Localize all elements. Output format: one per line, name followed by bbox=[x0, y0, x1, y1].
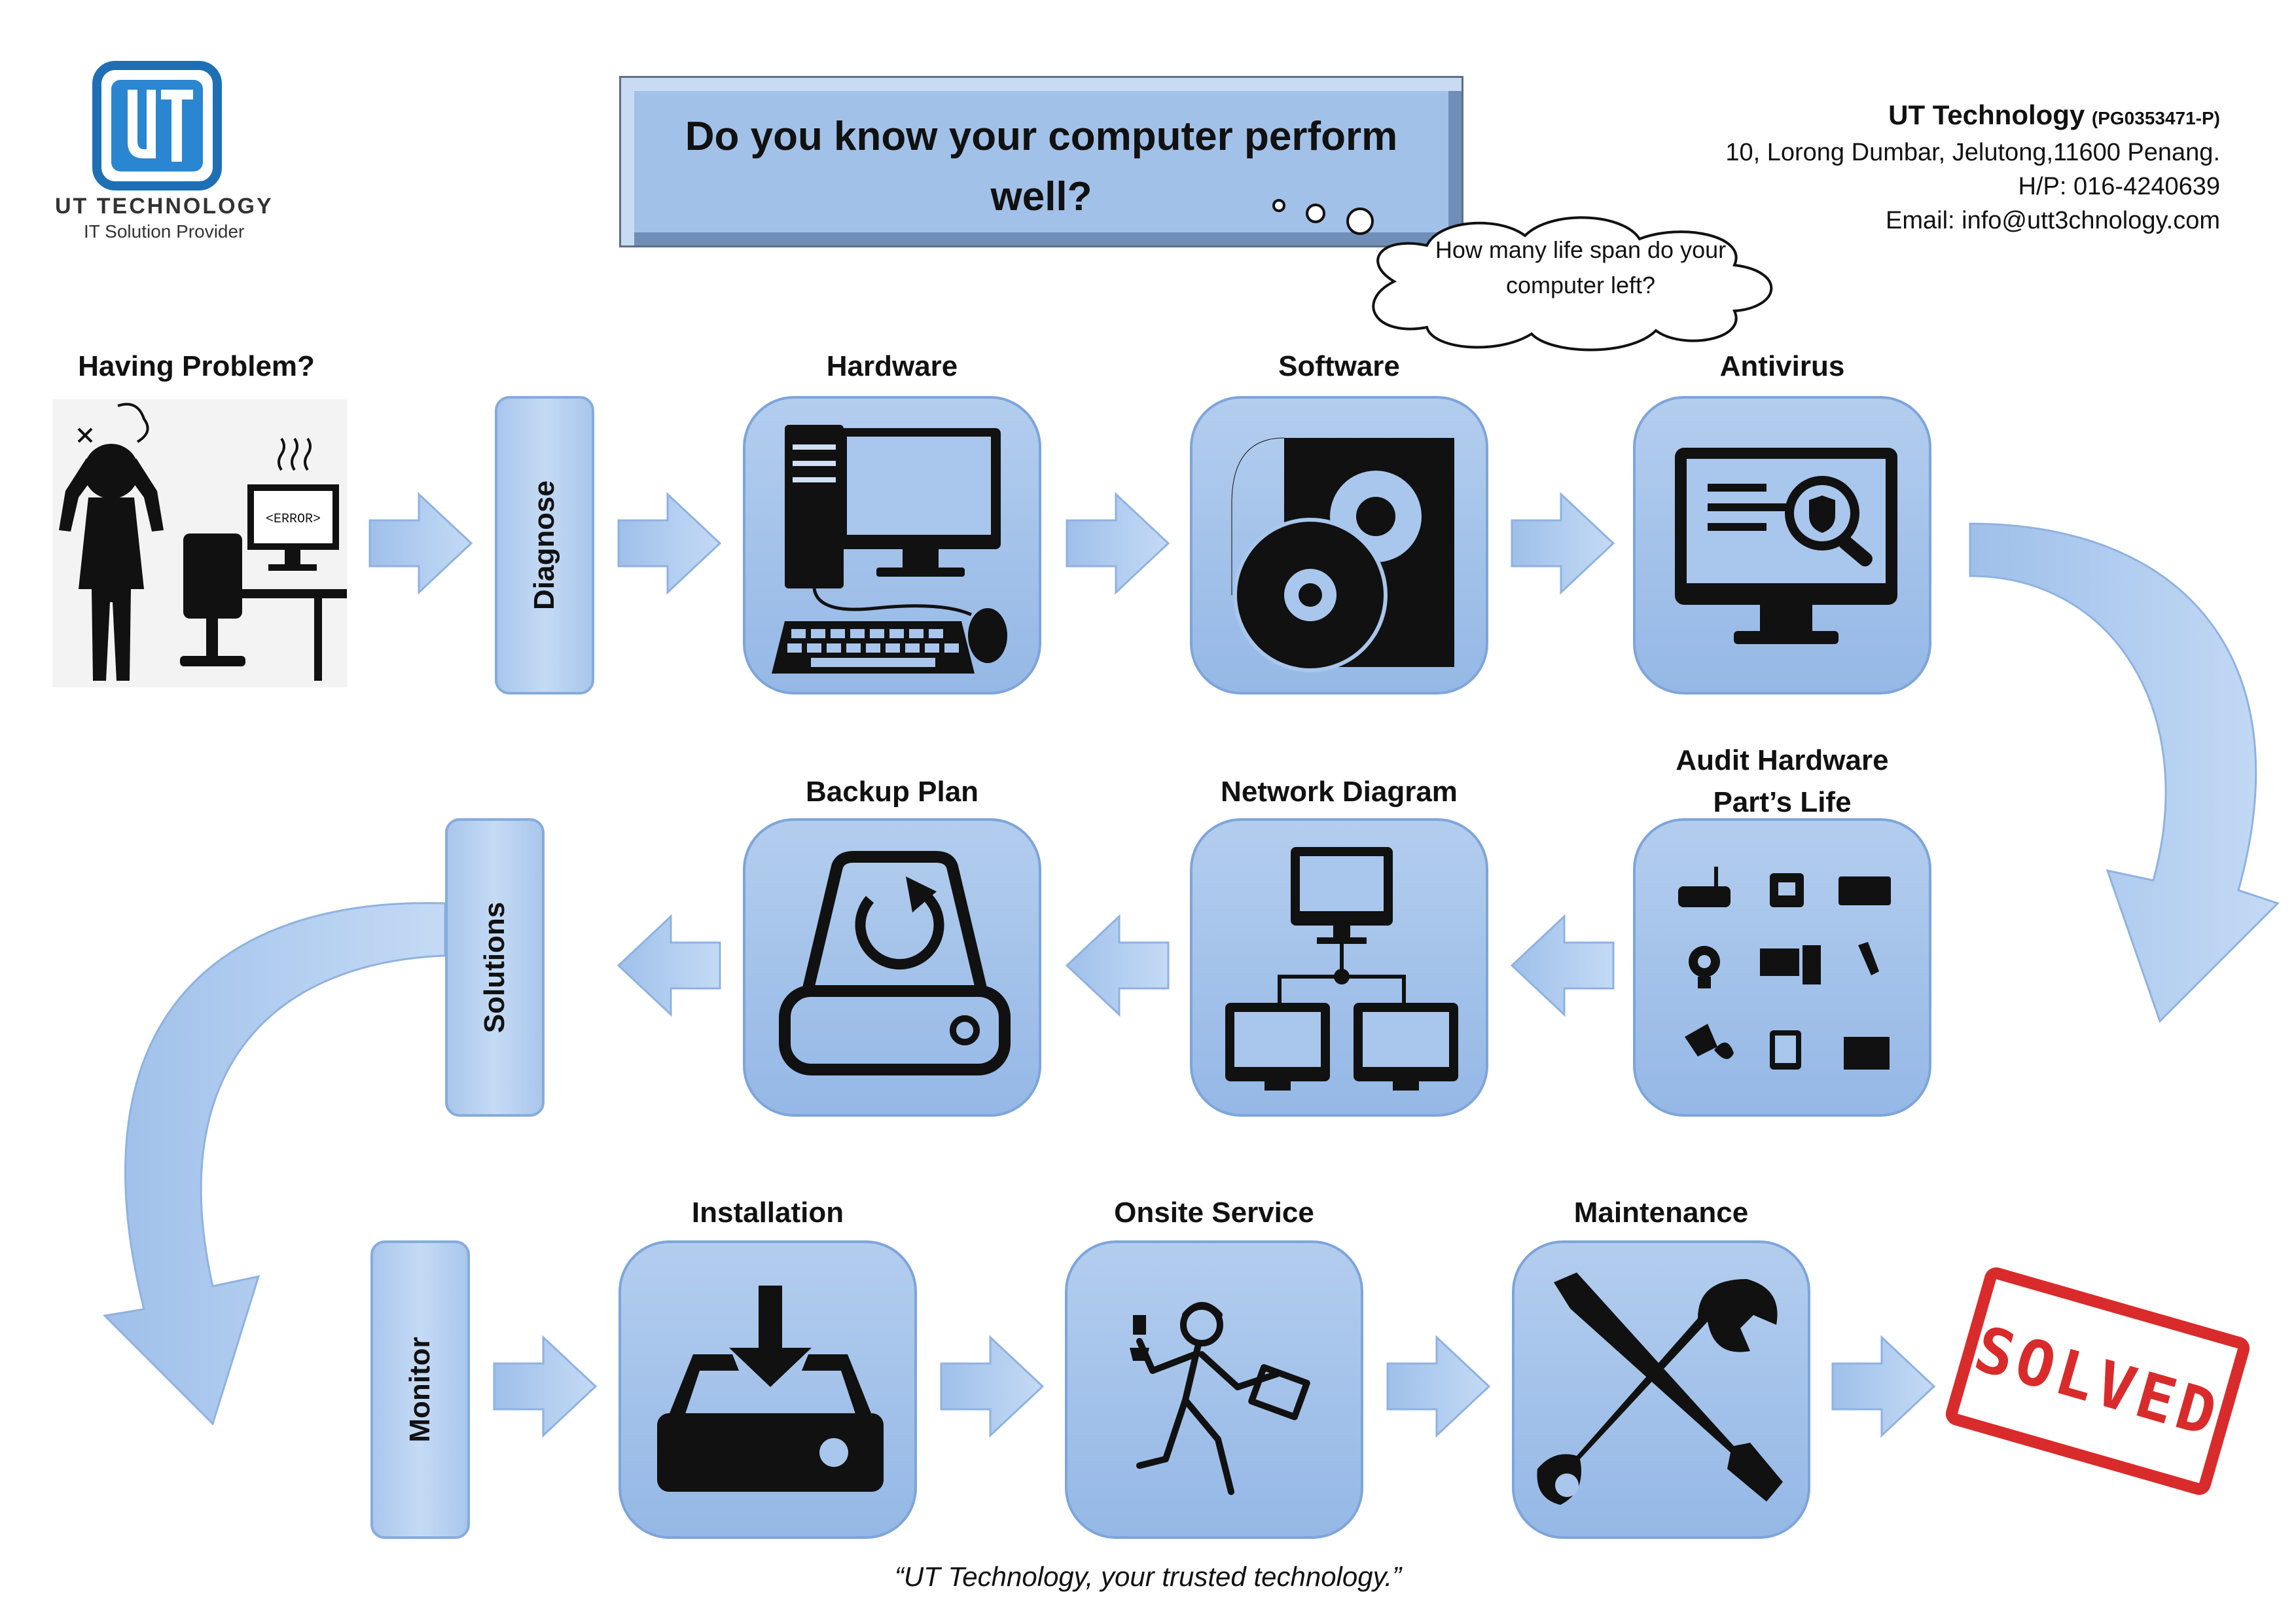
logo-tagline: IT Solution Provider bbox=[84, 221, 245, 242]
tools-icon bbox=[1537, 1272, 1783, 1505]
label-onsite-service: Onsite Service bbox=[1114, 1197, 1314, 1229]
thought-bubble-text: How many life span do your computer left… bbox=[1435, 236, 1727, 298]
label-antivirus: Antivirus bbox=[1719, 350, 1845, 382]
step-onsite-service bbox=[1065, 1240, 1363, 1539]
label-audit: Audit Hardware Part’s Life bbox=[1633, 740, 1931, 823]
step-network-diagram bbox=[1190, 818, 1488, 1117]
logo-brand: UT TECHNOLOGY bbox=[55, 194, 274, 219]
company-email: Email: info@utt3chnology.com bbox=[1886, 207, 2220, 234]
arrow-right-4 bbox=[1511, 492, 1615, 595]
step-audit-hardware bbox=[1633, 818, 1931, 1117]
hardware-parts-icon bbox=[1678, 867, 1891, 1070]
step-antivirus bbox=[1633, 396, 1931, 695]
step-installation bbox=[619, 1240, 917, 1539]
arrow-right-7 bbox=[1386, 1335, 1491, 1438]
technician-icon bbox=[1130, 1302, 1310, 1495]
step-solutions: Solutions bbox=[445, 818, 545, 1117]
audit-label-line2: Part’s Life bbox=[1713, 786, 1852, 818]
step-backup-plan bbox=[743, 818, 1041, 1117]
backup-drive-icon bbox=[779, 851, 1011, 1075]
label-having-problem: Having Problem? bbox=[78, 350, 315, 382]
label-maintenance: Maintenance bbox=[1573, 1197, 1749, 1229]
label-software: Software bbox=[1278, 350, 1400, 382]
company-info: UT Technology (PG0353471-P) 10, Lorong D… bbox=[1725, 98, 2220, 238]
monitor-label: Monitor bbox=[404, 1337, 436, 1443]
company-name: UT Technology bbox=[1888, 99, 2085, 130]
arrow-right-6 bbox=[940, 1335, 1045, 1438]
step-monitor: Monitor bbox=[370, 1240, 470, 1539]
step-diagnose: Diagnose bbox=[495, 396, 594, 695]
step-maintenance bbox=[1512, 1240, 1810, 1539]
diagnose-label: Diagnose bbox=[528, 480, 560, 611]
ut-logo-icon bbox=[92, 61, 222, 190]
arrow-left-3 bbox=[617, 914, 721, 1017]
company-address: 10, Lorong Dumbar, Jelutong,11600 Penang… bbox=[1725, 139, 2220, 166]
frustrated-user-icon: <ERROR> bbox=[52, 399, 347, 687]
solutions-label: Solutions bbox=[478, 901, 511, 1034]
label-hardware: Hardware bbox=[826, 350, 958, 382]
label-network-diagram: Network Diagram bbox=[1221, 776, 1458, 808]
antivirus-scan-icon bbox=[1675, 448, 1897, 644]
page-title: Do you know your computer perform well? bbox=[685, 114, 1398, 219]
error-screen-text: <ERROR> bbox=[266, 512, 321, 527]
software-disc-icon bbox=[1231, 437, 1454, 672]
label-installation: Installation bbox=[691, 1197, 844, 1229]
network-diagram-icon bbox=[1225, 847, 1458, 1091]
desktop-computer-icon bbox=[772, 425, 1007, 674]
company-phone: H/P: 016-4240639 bbox=[2018, 173, 2220, 200]
arrow-right-2 bbox=[617, 492, 722, 595]
thought-cloud-icon bbox=[1272, 199, 1773, 352]
arrow-right-5 bbox=[493, 1335, 598, 1438]
arrow-right-3 bbox=[1066, 492, 1170, 595]
audit-label-line1: Audit Hardware bbox=[1676, 744, 1889, 776]
install-download-icon bbox=[657, 1286, 884, 1492]
footer-slogan: “UT Technology, your trusted technology.… bbox=[894, 1561, 1402, 1592]
arrow-right-8 bbox=[1831, 1335, 1936, 1438]
step-hardware bbox=[743, 396, 1041, 695]
curved-arrow-right bbox=[1969, 522, 2280, 1023]
curved-arrow-left bbox=[102, 902, 446, 1426]
label-backup-plan: Backup Plan bbox=[805, 776, 979, 808]
arrow-right-1 bbox=[368, 492, 473, 595]
step-software bbox=[1190, 396, 1488, 695]
company-registration: (PG0353471-P) bbox=[2091, 108, 2220, 128]
arrow-left-2 bbox=[1065, 914, 1170, 1017]
arrow-left-1 bbox=[1510, 914, 1615, 1017]
